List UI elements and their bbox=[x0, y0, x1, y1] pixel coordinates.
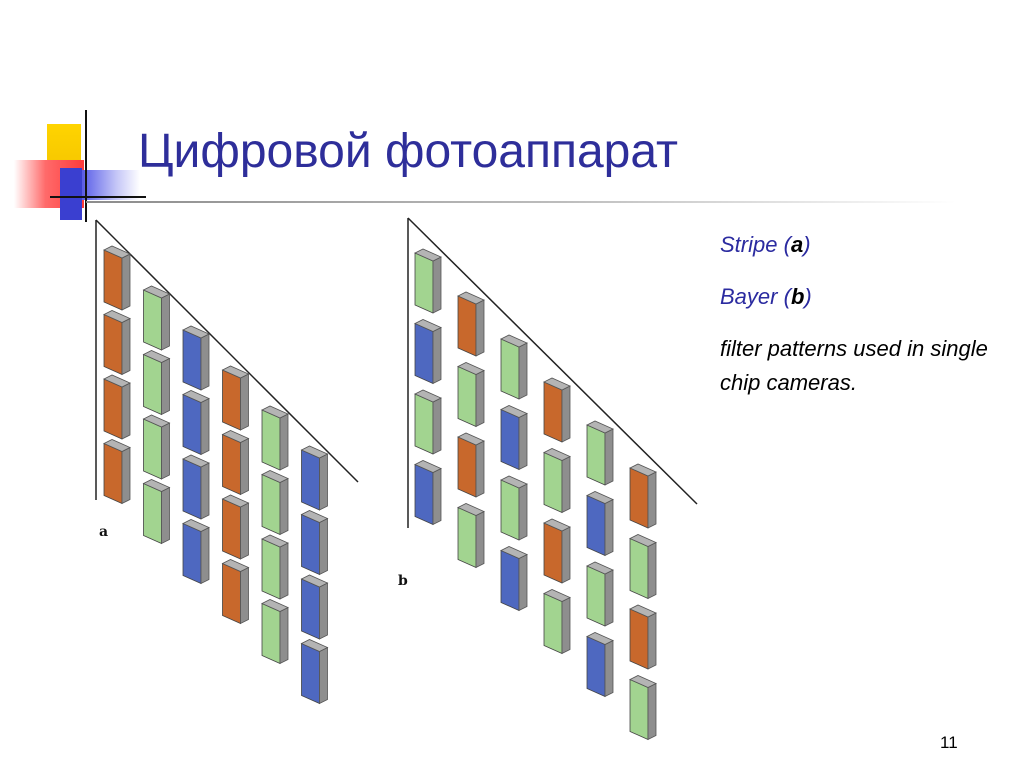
panel-b-filter-green bbox=[586, 420, 614, 486]
panel-a-filter-green bbox=[261, 599, 289, 665]
panel-b-filter-blue bbox=[414, 460, 442, 526]
panel-a-filter-red bbox=[221, 494, 250, 560]
panel-a-filter-green bbox=[142, 285, 171, 351]
panel-b-filter-green bbox=[457, 503, 485, 569]
stripe-label: Stripe bbox=[720, 232, 778, 257]
panel-a-filter-green bbox=[142, 350, 171, 416]
logo-blue-fade bbox=[82, 170, 140, 200]
panel-b-filter-blue bbox=[414, 319, 442, 385]
stripe-letter: a bbox=[790, 232, 804, 257]
panel-b-filter-red bbox=[457, 291, 485, 357]
caption-text: filter patterns used in single chip came… bbox=[720, 336, 988, 395]
bayer-label: Bayer bbox=[720, 284, 778, 309]
panel-a-filter-green bbox=[142, 414, 171, 480]
panel-b-filter-red bbox=[543, 377, 571, 443]
panel-a-filter-blue bbox=[300, 510, 329, 576]
panel-a-label: a bbox=[99, 524, 108, 540]
panel-a-filter-green bbox=[261, 405, 289, 471]
panel-a-axis-diagonal bbox=[95, 219, 359, 483]
panel-a-filter-green bbox=[142, 479, 171, 545]
title-divider bbox=[86, 201, 956, 203]
panel-a-filter-red bbox=[221, 365, 250, 431]
panel-a-filter-red bbox=[103, 374, 131, 440]
logo-blue-square bbox=[60, 168, 82, 220]
panel-b-filter-green bbox=[629, 675, 657, 741]
panel-a-filter-blue bbox=[300, 445, 329, 511]
logo-vertical-line bbox=[85, 110, 87, 222]
panel-a-filter-red bbox=[103, 245, 131, 311]
panel-b-filter-blue bbox=[586, 632, 614, 698]
slide-title: Цифровой фотоаппарат bbox=[138, 125, 678, 178]
panel-b-filter-green bbox=[457, 362, 485, 428]
panel-b-filter-blue bbox=[500, 546, 528, 612]
panel-b-filter-green bbox=[500, 334, 528, 400]
stripe-line: Stripe (a) bbox=[720, 232, 811, 257]
panel-a-stripe: a bbox=[95, 219, 359, 705]
panel-b-filter-green bbox=[500, 475, 528, 541]
panel-a-filter-blue bbox=[300, 639, 329, 705]
panel-b-filter-green bbox=[543, 589, 571, 655]
panel-b-filter-blue bbox=[586, 491, 614, 557]
panel-b-filter-green bbox=[543, 448, 571, 514]
panel-a-filter-green bbox=[261, 470, 289, 536]
panel-b-filter-green bbox=[629, 534, 657, 600]
panel-a-filter-red bbox=[103, 310, 131, 376]
panel-a-filter-red bbox=[221, 559, 250, 625]
logo-horizontal-line bbox=[50, 196, 146, 198]
bayer-letter: b bbox=[790, 284, 805, 309]
panel-a-filter-blue bbox=[182, 519, 210, 585]
page-number: 11 bbox=[940, 733, 958, 752]
panel-b-filter-green bbox=[414, 248, 442, 314]
panel-b-filter-green bbox=[586, 561, 614, 627]
panel-b-filter-red bbox=[629, 604, 657, 670]
panel-a-filter-blue bbox=[182, 325, 210, 391]
bayer-line: Bayer (b) bbox=[720, 284, 812, 309]
panel-a-filter-blue bbox=[182, 390, 210, 456]
panel-b-filter-green bbox=[414, 389, 442, 455]
panel-a-filter-green bbox=[261, 534, 289, 600]
panel-a-filter-red bbox=[103, 439, 131, 505]
panel-a-filter-blue bbox=[300, 574, 329, 640]
panel-b-bayer: b bbox=[398, 217, 698, 741]
panel-b-filter-red bbox=[457, 432, 485, 498]
panel-b-label: b bbox=[398, 573, 408, 589]
panel-a-filter-blue bbox=[182, 454, 210, 520]
panel-b-filter-red bbox=[543, 518, 571, 584]
description-text: Stripe (a) Bayer (b) filter patterns use… bbox=[720, 228, 1010, 418]
panel-a-filter-red bbox=[221, 430, 250, 496]
panel-b-filter-blue bbox=[500, 405, 528, 471]
panel-b-axis-diagonal bbox=[407, 217, 698, 505]
panel-b-filter-red bbox=[629, 463, 657, 529]
